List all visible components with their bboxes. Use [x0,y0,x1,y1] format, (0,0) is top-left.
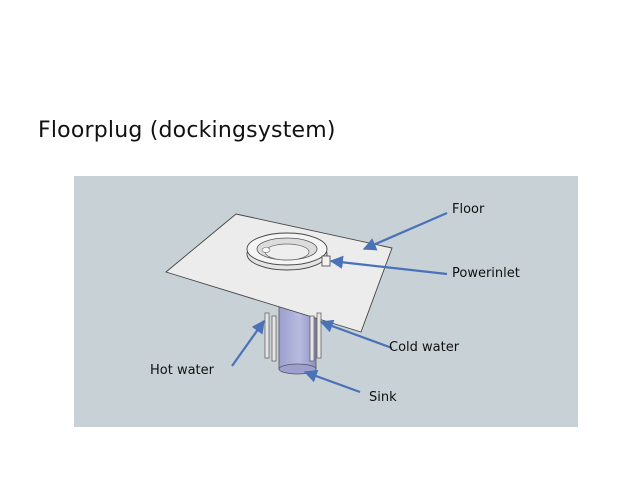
floorplug-diagram: Floor Powerinlet Cold water Hot water Si… [74,176,578,427]
floor-plate [165,213,393,333]
floorplug-illustration [165,211,448,394]
arrow-powerinlet [329,255,448,276]
arrow-floor [362,211,448,251]
hot-water-pipes [264,312,277,362]
arrow-cold-water [319,319,393,350]
power-inlet [321,255,331,267]
arrow-hot-water [231,319,265,367]
arrow-sink [303,369,361,394]
label-hot-water: Hot water [150,363,214,378]
cold-water-pipes [309,312,322,362]
label-floor: Floor [452,202,485,217]
label-cold-water: Cold water [389,340,460,355]
docking-ring [246,232,328,271]
label-powerinlet: Powerinlet [452,266,520,281]
slide-title: Floorplug (dockingsystem) [38,118,336,143]
label-sink: Sink [369,390,397,405]
